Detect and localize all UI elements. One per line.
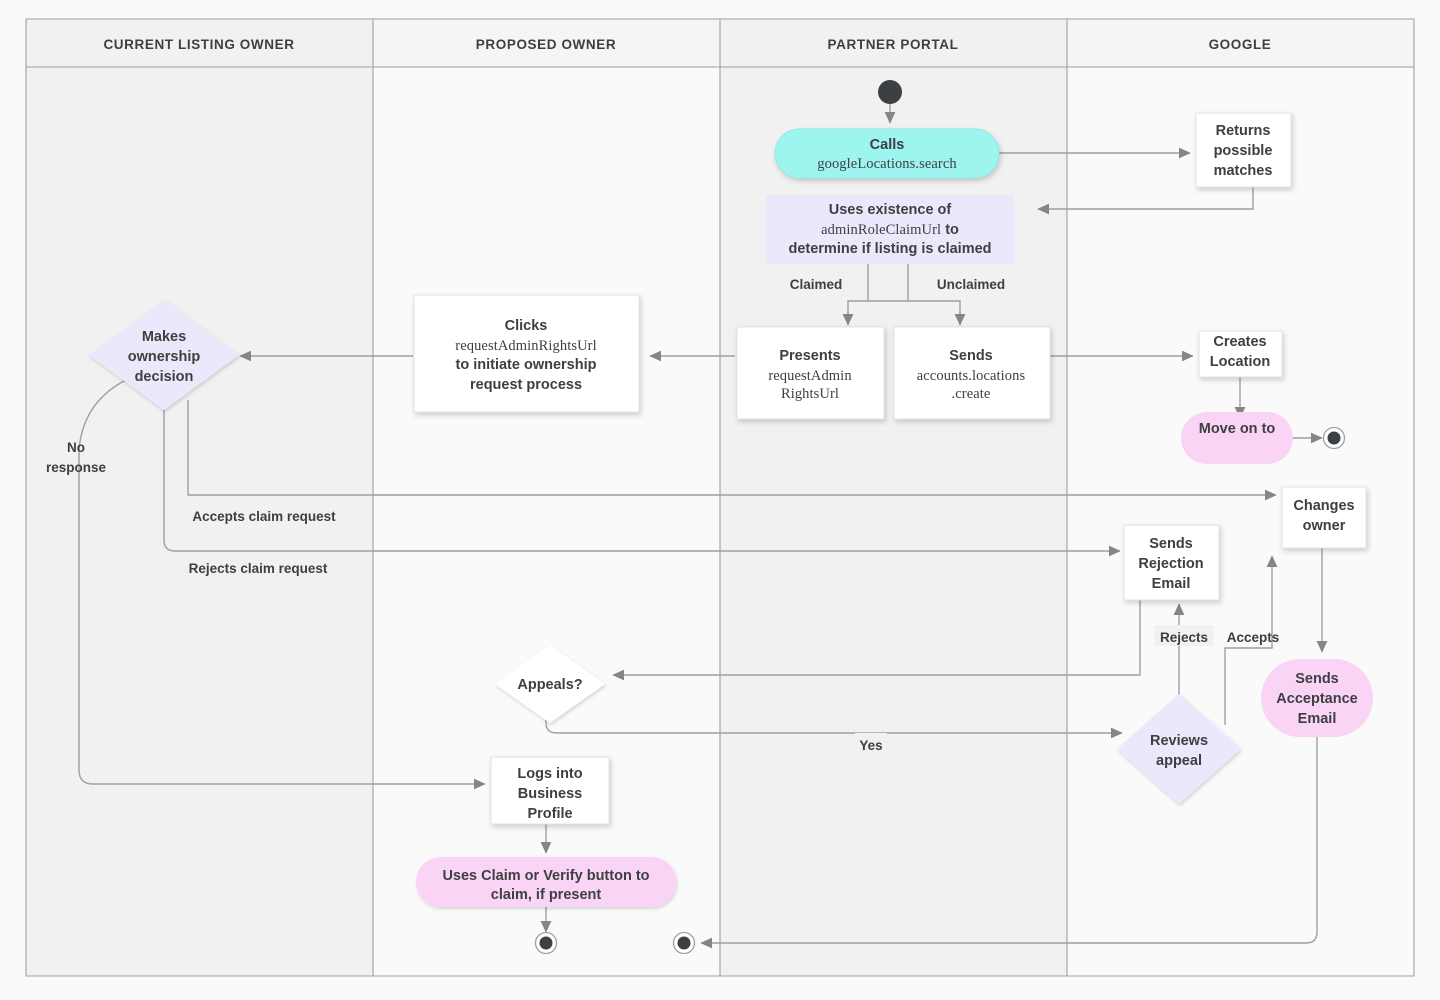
node-reviews-appeal: Reviews appeal [1117, 694, 1241, 804]
node-sends-rejection-email: Sends Rejection Email [1123, 524, 1220, 601]
changesowner-label-line2: owner [1303, 518, 1346, 534]
decision-label-line3: decision [135, 369, 194, 385]
lane-title-current-listing-owner: CURRENT LISTING OWNER [103, 37, 294, 52]
clicks-label-line2: requestAdminRightsUrl [455, 338, 596, 354]
node-sends-accounts-locations-create: Sends accounts.locations .create [893, 326, 1051, 420]
decision-label-line2: ownership [128, 349, 201, 365]
node-uses-claim-or-verify-button: Uses Claim or Verify button to claim, if… [416, 857, 676, 907]
edge-uses-split-right [867, 264, 961, 315]
clicks-label-line1: Clicks [505, 318, 548, 334]
edge-label-rejects-claim-request: Rejects claim request [189, 561, 328, 576]
presents-label-line3: RightsUrl [781, 386, 839, 402]
edge-appeals-yes-to-reviews-appeal [545, 711, 1123, 739]
decision-label-line1: Makes [142, 329, 186, 345]
rejectionemail-label-line1: Sends [1149, 536, 1193, 552]
lane-titles: CURRENT LISTING OWNER PROPOSED OWNER PAR… [103, 37, 1272, 52]
returns-label-line1: Returns [1216, 123, 1271, 139]
createslocation-label-line2: Location [1210, 354, 1270, 370]
node-sends-acceptance-email: Sends Acceptance Email [1261, 659, 1373, 737]
edge-uses-split-left [847, 300, 868, 315]
edge-label-accepts-claim-request: Accepts claim request [192, 509, 336, 524]
sendscreate-label-line1: Sends [949, 348, 993, 364]
svg-text:adminRoleClaimUrl to: adminRoleClaimUrl to [821, 222, 959, 238]
edge-label-group-claim-request: Accepts claim request Rejects claim requ… [172, 504, 356, 577]
edge-label-unclaimed: Unclaimed [937, 277, 1005, 292]
edge-rejection-email-to-appeals [612, 598, 1141, 681]
calls-label-line2: googleLocations.search [817, 156, 957, 172]
node-clicks-requestadminrightsurl: Clicks requestAdminRightsUrl to initiate… [413, 294, 640, 413]
acceptanceemail-label-line2: Acceptance [1276, 691, 1357, 707]
node-move-on-to: Move on to [1181, 412, 1293, 464]
connectors [78, 103, 1328, 949]
logsinto-label-line2: Business [518, 786, 582, 802]
edge-rejects-claim-to-rejection-email [163, 400, 1121, 557]
edge-label-yes: Yes [859, 738, 882, 753]
uses-label-line1: Uses existence of [829, 202, 952, 218]
usesclaim-label-line1: Uses Claim or Verify button to [442, 868, 649, 884]
edge-label-group-claim: Claimed Unclaimed [779, 273, 1020, 293]
usesclaim-label-line2: claim, if present [491, 887, 602, 903]
returns-label-line3: matches [1214, 163, 1273, 179]
appeals-label: Appeals? [517, 677, 582, 693]
edge-label-group-review-outcome: Rejects Accepts [1154, 625, 1279, 646]
node-end-google [1322, 426, 1346, 450]
createslocation-label-line1: Creates [1213, 334, 1266, 350]
node-end-partner-portal [672, 931, 696, 955]
presents-label-line1: Presents [779, 348, 840, 364]
node-uses-existence-adminroleclaimurl: Uses existence of adminRoleClaimUrl to d… [766, 195, 1014, 264]
presents-label-line2: requestAdmin [768, 368, 852, 384]
clicks-label-line4: request process [470, 377, 582, 393]
rejectionemail-label-line3: Email [1152, 576, 1191, 592]
node-start-partner [878, 80, 902, 104]
edge-label-group-yes: Yes [855, 733, 887, 754]
edge-acceptance-email-to-end-partner [700, 737, 1318, 949]
node-logs-into-business-profile: Logs into Business Profile [490, 756, 610, 825]
edge-label-no-response-line1: No [67, 440, 85, 455]
lane-title-proposed-owner: PROPOSED OWNER [476, 37, 616, 52]
logsinto-label-line3: Profile [527, 806, 572, 822]
acceptanceemail-label-line1: Sends [1295, 671, 1339, 687]
node-creates-location: Creates Location [1198, 330, 1283, 378]
lane-title-partner-portal: PARTNER PORTAL [828, 37, 959, 52]
node-end-proposed-owner [534, 931, 558, 955]
edge-reviews-accepts-to-changes-owner [1224, 555, 1278, 725]
uses-label-line3: determine if listing is claimed [788, 241, 991, 257]
edge-no-response-to-logs-into [78, 377, 486, 790]
node-calls-googlelocations-search: Calls googleLocations.search [774, 128, 1000, 179]
edge-label-rejects: Rejects [1160, 630, 1208, 645]
edge-label-no-response-line2: response [46, 460, 107, 475]
uses-existence-box [766, 195, 1014, 264]
returns-label-line2: possible [1214, 143, 1273, 159]
edge-label-accepts: Accepts [1227, 630, 1280, 645]
node-appeals: Appeals? [495, 645, 605, 723]
changesowner-label-line1: Changes [1293, 498, 1354, 514]
edge-returns-to-uses [1037, 187, 1254, 215]
lane-title-google: GOOGLE [1209, 37, 1272, 52]
sendscreate-label-line3: .create [952, 386, 991, 402]
node-makes-ownership-decision: Makes ownership decision [89, 300, 239, 410]
edge-accepts-claim-to-changes-owner [187, 400, 1277, 501]
rejectionemail-label-line2: Rejection [1138, 556, 1203, 572]
node-changes-owner: Changes owner [1281, 486, 1367, 549]
moveonto-label: Move on to [1199, 421, 1276, 437]
uses-label-line2a: adminRoleClaimUrl [821, 222, 941, 238]
node-returns-possible-matches: Returns possible matches [1195, 112, 1292, 188]
edge-label-claimed: Claimed [790, 277, 843, 292]
sendscreate-label-line2: accounts.locations [917, 368, 1026, 384]
node-presents-requestadminrightsurl: Presents requestAdmin RightsUrl [736, 326, 885, 420]
lane-grid [25, 18, 1415, 977]
edge-label-group-no-response: No response [46, 440, 107, 475]
logsinto-label-line1: Logs into [517, 766, 582, 782]
clicks-label-line3: to initiate ownership [456, 357, 597, 373]
acceptanceemail-label-line3: Email [1298, 711, 1337, 727]
reviewsappeal-label-line2: appeal [1156, 753, 1202, 769]
calls-label-line1: Calls [870, 137, 905, 153]
uses-label-line2b: to [941, 222, 959, 238]
reviewsappeal-label-line1: Reviews [1150, 733, 1208, 749]
